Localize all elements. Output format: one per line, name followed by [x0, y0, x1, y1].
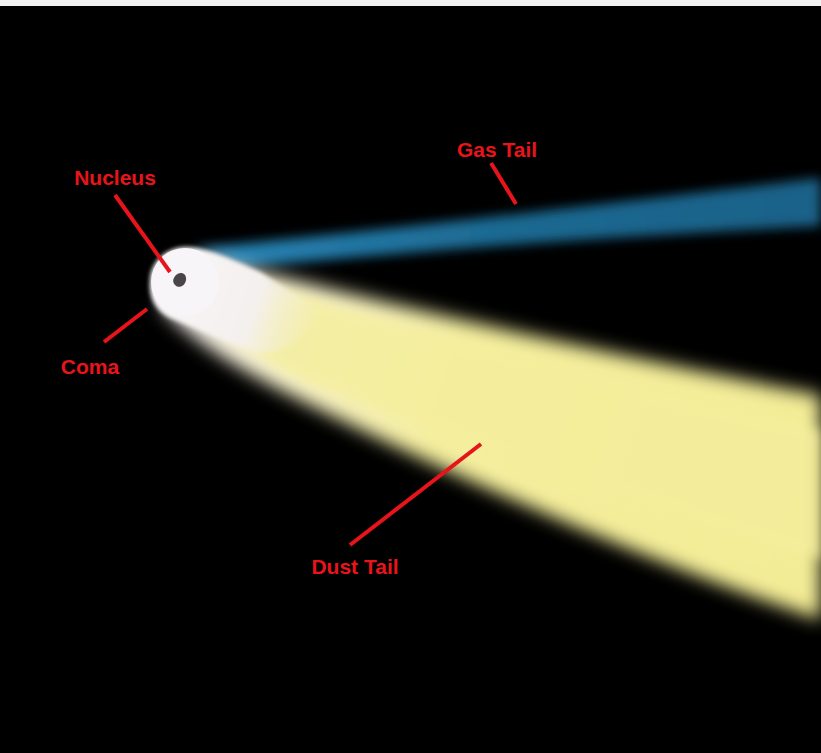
nucleus — [173, 273, 186, 287]
top-border — [0, 0, 821, 6]
coma — [150, 247, 320, 353]
part-label: Dust Tail — [311, 555, 398, 578]
part-label: Gas Tail — [457, 138, 537, 161]
part-label: Coma — [61, 355, 119, 378]
leader-line — [104, 309, 147, 342]
part-label: Nucleus — [74, 166, 156, 189]
leader-lines — [104, 163, 516, 545]
leader-line — [115, 195, 170, 272]
leader-line — [350, 444, 481, 545]
leader-line — [491, 163, 516, 204]
